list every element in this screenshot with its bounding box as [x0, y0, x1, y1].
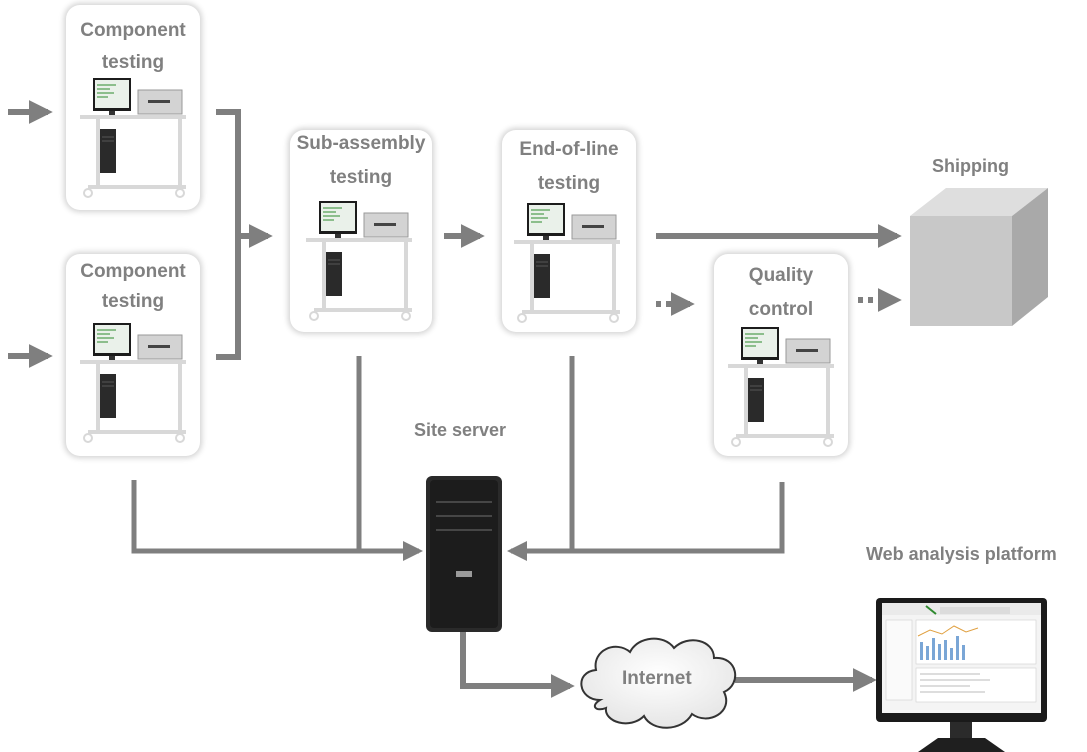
station-label-line2: testing: [101, 52, 165, 73]
station-card-component-1: Component testing: [66, 5, 200, 210]
station-card-end-of-line: End-of-line testing: [502, 130, 636, 332]
web-platform-label: Web analysis platform: [866, 544, 1057, 564]
station-label-line2: testing: [329, 167, 393, 188]
web-platform-monitor: [876, 598, 1047, 752]
site-server-label: Site server: [414, 420, 507, 440]
test-station-icon: [306, 201, 412, 321]
station-card-component-2: Component testing: [66, 254, 200, 456]
internet-cloud: [580, 637, 737, 729]
data-lines-to-server: [131, 356, 785, 554]
test-station-icon: [80, 78, 186, 198]
station-card-sub-assembly: Sub-assembly testing: [290, 130, 432, 332]
station-label-line1: Sub-assembly: [296, 133, 426, 154]
station-label-line1: End-of-line: [519, 139, 619, 160]
test-station-icon: [80, 323, 186, 443]
station-card-quality-control: Quality control: [714, 254, 848, 456]
site-server: [426, 476, 502, 632]
internet-label: Internet: [622, 668, 692, 689]
station-label-line2: testing: [101, 291, 165, 312]
station-label-line1: Component: [80, 261, 186, 282]
test-station-icon: [728, 327, 834, 447]
test-station-icon: [514, 203, 620, 323]
server-to-internet: [460, 632, 575, 698]
station-label-line2: testing: [537, 173, 601, 194]
shipping-label: Shipping: [932, 156, 1009, 176]
shipping-box: [910, 188, 1048, 326]
station-label-line1: Component: [80, 20, 186, 41]
station-label-line2: control: [748, 299, 814, 320]
merge-bracket: [216, 109, 273, 360]
station-label-line1: Quality: [748, 265, 814, 286]
